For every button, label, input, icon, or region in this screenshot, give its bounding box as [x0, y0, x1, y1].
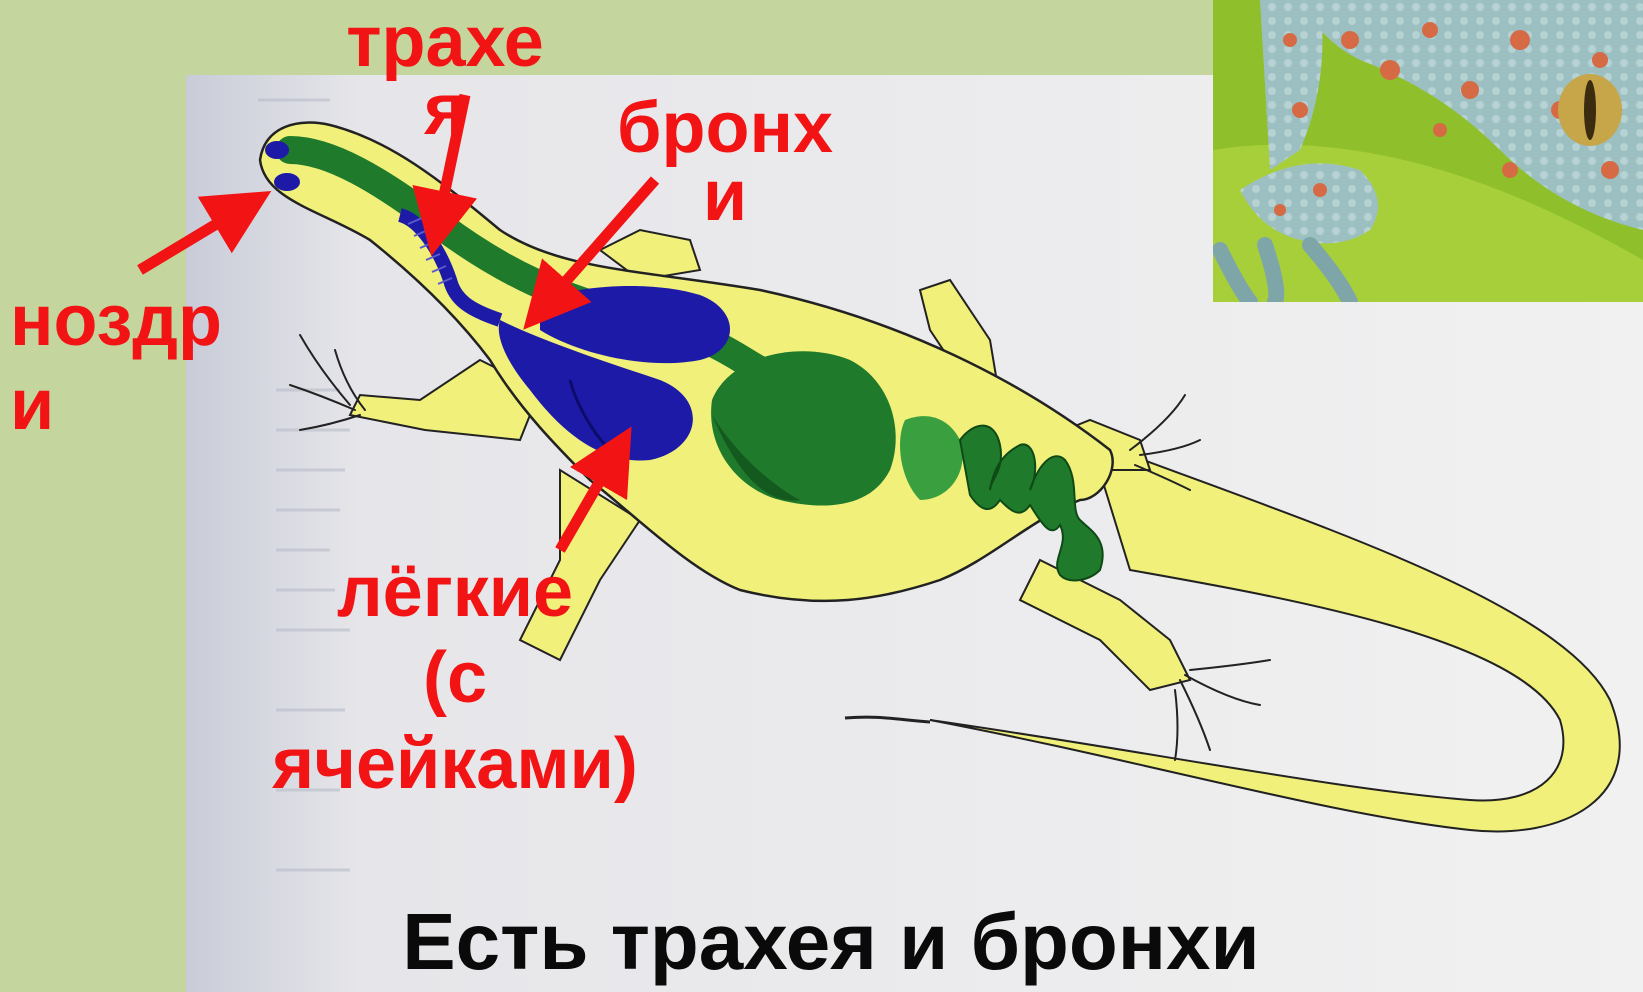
- slide-caption: Есть трахея и бронхи: [186, 902, 1476, 982]
- label-bronchi: бронх и: [600, 92, 850, 232]
- gecko-photo: [1213, 0, 1643, 302]
- label-nostrils-line-1: ноздр: [10, 285, 222, 357]
- label-lungs: лёгкие (с ячейками): [225, 556, 685, 800]
- label-nostrils-line-2: и: [10, 369, 222, 441]
- label-bronchi-line-1: бронх: [600, 92, 850, 164]
- label-trachea: трахе я: [325, 6, 565, 146]
- label-trachea-line-2: я: [325, 74, 565, 146]
- label-nostrils: ноздр и: [10, 285, 222, 441]
- label-lungs-line-1: лёгкие: [225, 556, 685, 628]
- label-lungs-line-3: ячейками): [225, 728, 685, 800]
- label-lungs-line-2: (с: [225, 642, 685, 714]
- label-trachea-line-1: трахе: [325, 6, 565, 78]
- label-bronchi-line-2: и: [600, 160, 850, 232]
